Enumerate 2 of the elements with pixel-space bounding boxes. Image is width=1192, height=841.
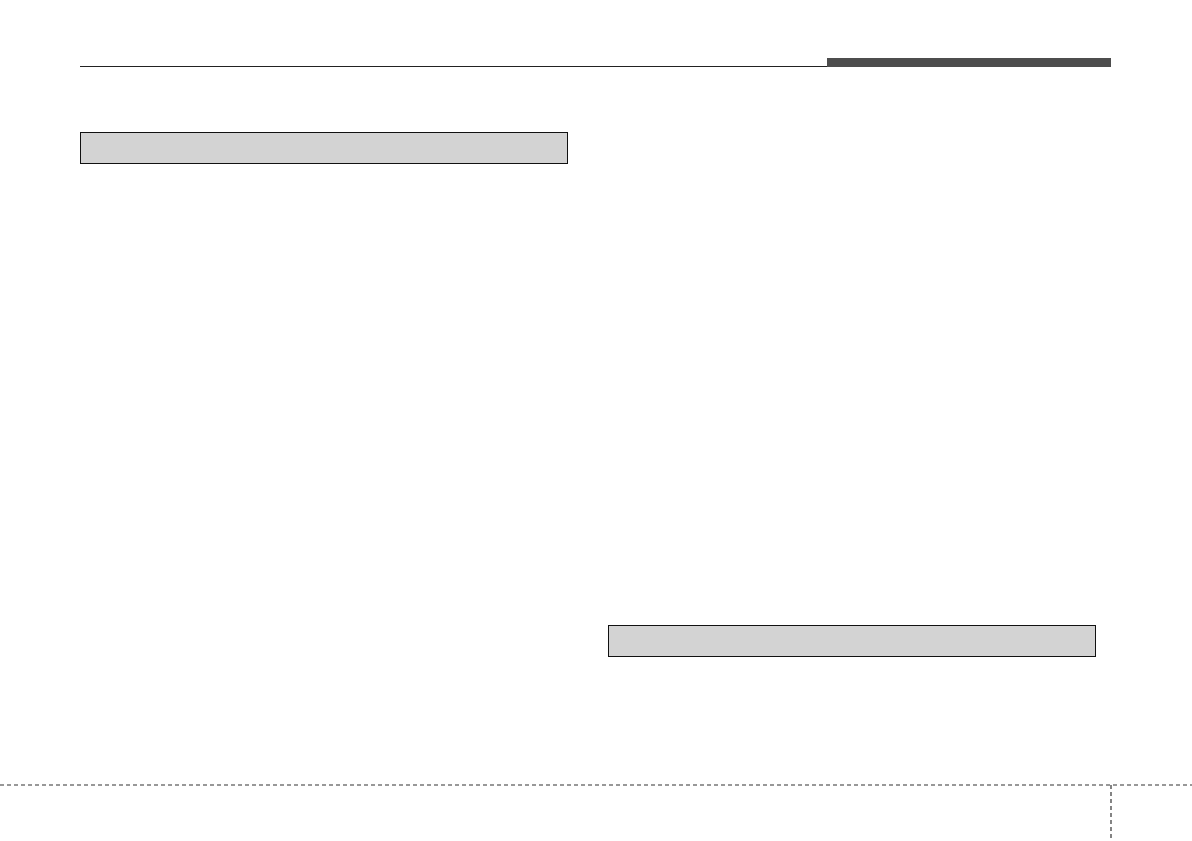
heading-bar xyxy=(80,132,568,164)
heading-bar xyxy=(608,625,1096,657)
